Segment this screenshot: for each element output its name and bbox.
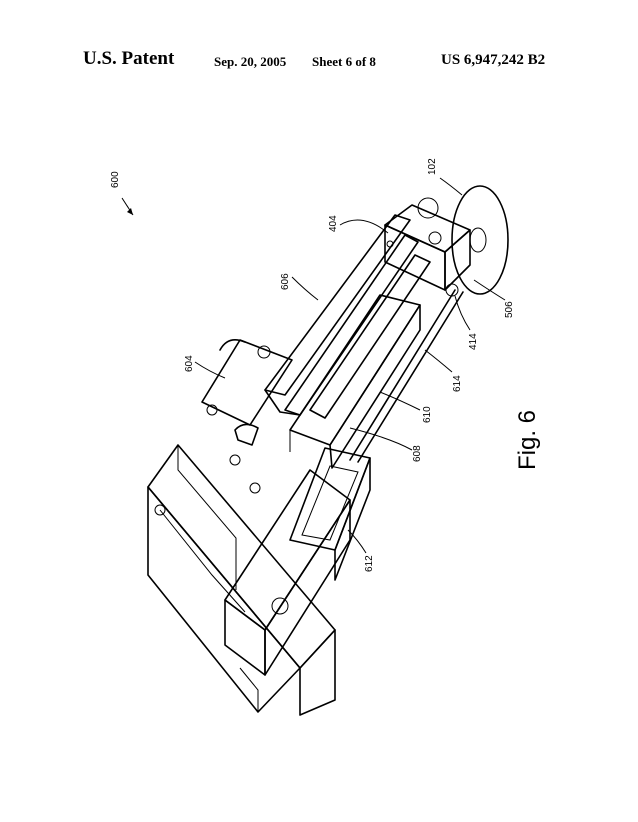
- plate-604: [201, 339, 293, 494]
- carriage-side: [329, 304, 421, 469]
- label-404: 404: [328, 215, 339, 232]
- rail-end-face: [224, 599, 266, 676]
- leader-610: [379, 391, 421, 411]
- patent-title: U.S. Patent: [83, 48, 175, 69]
- pin: [386, 240, 394, 248]
- leader-612: [347, 529, 367, 554]
- arm-606-inner: [284, 234, 419, 416]
- rail-side-face: [264, 499, 351, 676]
- base-hole: [154, 504, 166, 516]
- plate-face: [201, 339, 293, 426]
- arm-606-outer: [264, 214, 411, 396]
- patent-date: Sep. 20, 2005: [214, 54, 287, 69]
- head-front: [384, 224, 446, 291]
- disc-hub: [469, 227, 487, 253]
- label-612: 612: [364, 555, 375, 572]
- plate-lug: [219, 339, 246, 351]
- plate-hole-4: [249, 482, 261, 494]
- pivot-414: [445, 283, 459, 297]
- leader-102: [439, 177, 463, 196]
- housing-window: [301, 465, 359, 541]
- label-600: 600: [110, 171, 121, 188]
- leader-404: [339, 219, 389, 234]
- base-notch-line: [239, 667, 259, 712]
- rod-line-1: [349, 289, 456, 461]
- label-610: 610: [422, 406, 433, 423]
- leader-lines: [121, 177, 506, 554]
- head-side: [444, 229, 471, 291]
- head-top-boss: [417, 197, 439, 219]
- arms: [264, 214, 431, 419]
- base-block: [147, 444, 336, 716]
- arm-joint: [264, 389, 301, 416]
- plate-hole-1: [206, 404, 218, 416]
- head-block-404: [384, 197, 471, 297]
- base-step-line: [177, 445, 237, 590]
- label-614: 614: [452, 375, 463, 392]
- rail: [224, 469, 351, 676]
- patent-number: US 6,947,242 B2: [441, 52, 546, 68]
- housing-side-face: [334, 457, 371, 581]
- leader-614: [424, 349, 453, 373]
- leader-604: [194, 361, 226, 379]
- sheet-number: Sheet 6 of 8: [312, 54, 376, 69]
- rail-bore: [271, 597, 289, 615]
- arm-610: [309, 254, 431, 419]
- rod-line-2: [357, 291, 464, 463]
- housing-612: [289, 447, 371, 581]
- disc-102: [451, 185, 509, 295]
- rod-614: [349, 289, 464, 463]
- page-header: U.S. Patent Sep. 20, 2005 Sheet 6 of 8 U…: [0, 48, 638, 74]
- base-inner-edge: [159, 509, 246, 613]
- label-606: 606: [280, 273, 291, 290]
- leader-606: [291, 276, 319, 301]
- label-102: 102: [427, 158, 438, 175]
- figure-label: Fig. 6: [514, 410, 541, 470]
- reference-labels: 600 102 404 606 604 506 414 614 610 608 …: [110, 158, 515, 572]
- base-top-face: [147, 444, 336, 669]
- label-506: 506: [504, 301, 515, 318]
- leader-600-arrow: [127, 208, 133, 215]
- plate-hole-3: [229, 454, 241, 466]
- head-hole: [428, 231, 442, 245]
- carriage-608: [289, 294, 421, 469]
- leader-608: [349, 427, 413, 451]
- label-604: 604: [184, 355, 195, 372]
- label-608: 608: [412, 445, 423, 462]
- base-end-face: [299, 629, 336, 716]
- leader-506: [473, 279, 506, 301]
- carriage-top: [289, 294, 421, 446]
- plate-clip: [234, 423, 259, 446]
- leader-414: [454, 295, 471, 331]
- label-414: 414: [468, 333, 479, 350]
- plate-hole-2: [257, 345, 271, 359]
